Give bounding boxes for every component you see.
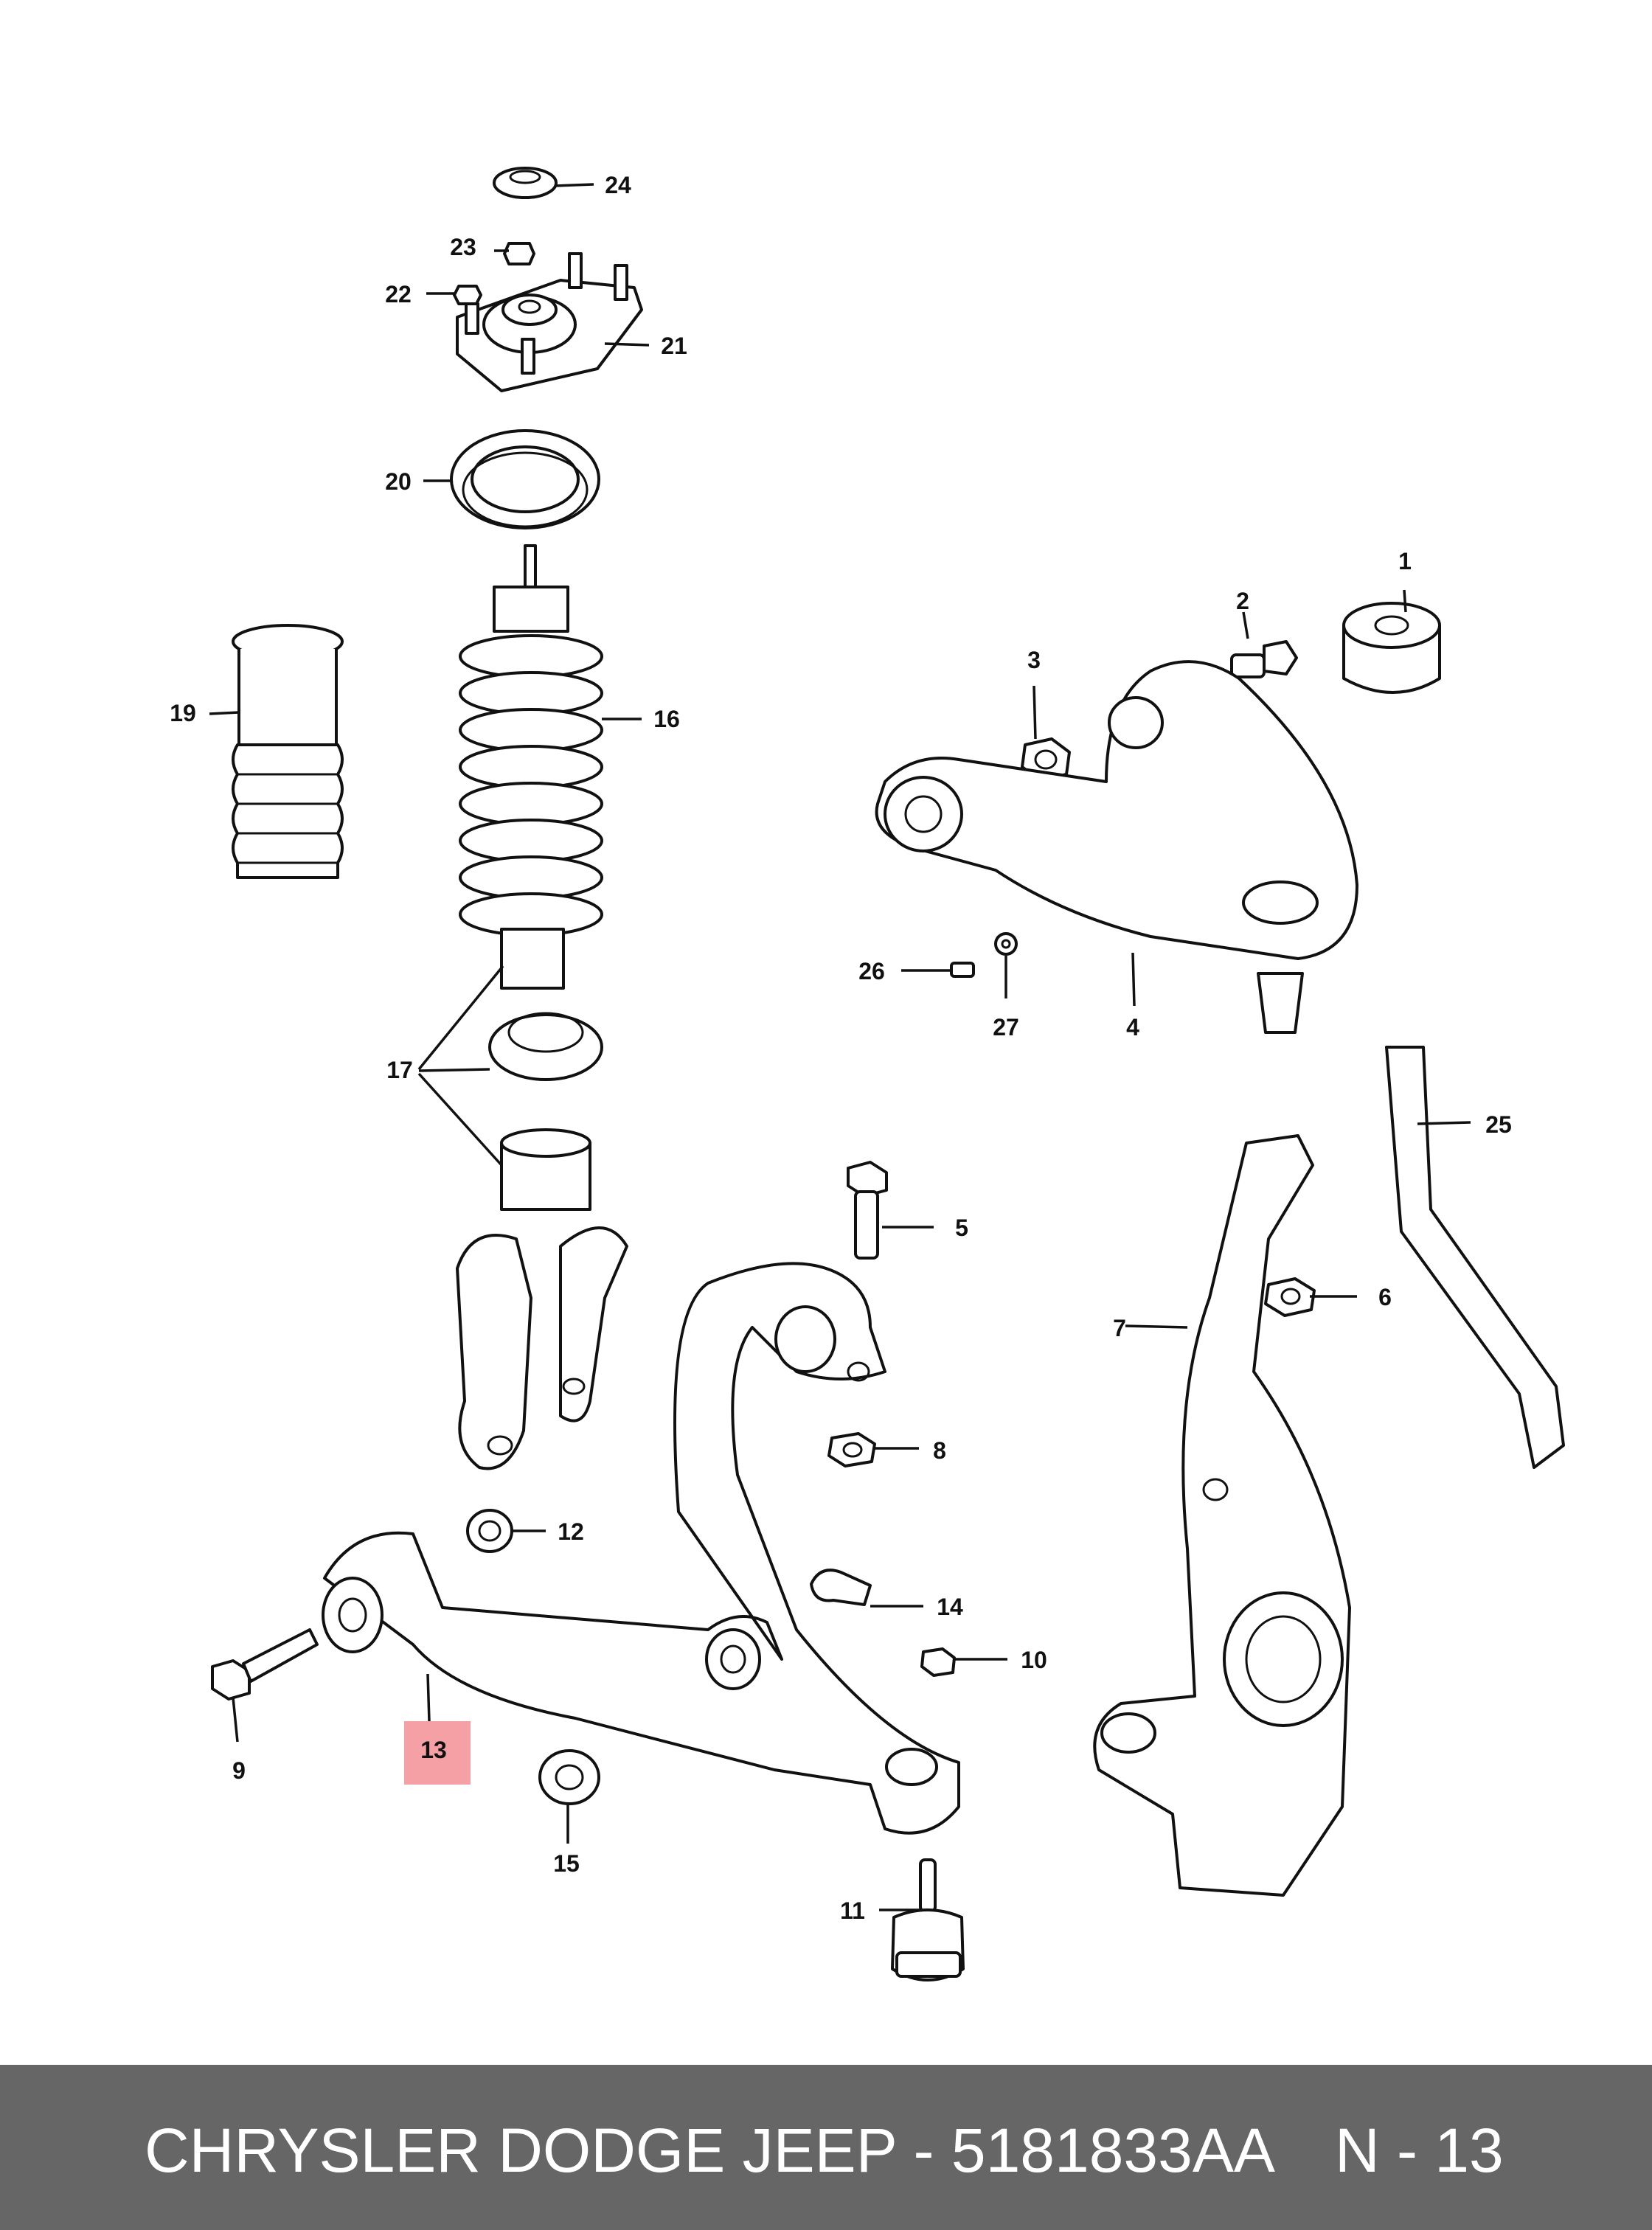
callout-27: 27 — [993, 1014, 1019, 1041]
part-16-coil-spring-strut — [459, 544, 642, 990]
callout-19: 19 — [170, 700, 196, 726]
callout-1: 1 — [1398, 548, 1412, 574]
part-15-nut — [538, 1749, 600, 1844]
footer-bar — [0, 2065, 1652, 2230]
callout-3: 3 — [1027, 647, 1041, 673]
callout-24: 24 — [605, 172, 631, 198]
callout-20: 20 — [385, 468, 412, 495]
part-9-bolt — [211, 1628, 319, 1743]
part-14-sensor — [810, 1569, 923, 1608]
part-19-dust-boot — [209, 624, 344, 879]
callout-17: 17 — [386, 1057, 413, 1083]
callout-5: 5 — [955, 1215, 968, 1241]
part-20-spring-isolator — [423, 429, 600, 529]
parts-diagram: 1 2 3 4 5 6 7 8 9 10 11 12 13 14 15 16 1… — [170, 167, 1565, 1981]
callout-22: 22 — [385, 281, 412, 308]
callout-7: 7 — [1113, 1315, 1126, 1341]
part-5-bolt — [847, 1161, 934, 1260]
part-13-lower-control-arm — [322, 1262, 960, 1835]
part-26-bolt — [901, 962, 975, 978]
part-8-nut — [827, 1432, 919, 1467]
callout-11: 11 — [840, 1897, 865, 1924]
footer-reference: N - 13 — [1335, 2116, 1504, 2185]
callout-12: 12 — [558, 1518, 584, 1545]
callout-9: 9 — [232, 1757, 246, 1784]
part-2-bolt — [1230, 611, 1298, 678]
part-1-bushing — [1342, 589, 1441, 694]
callout-14: 14 — [937, 1594, 963, 1620]
callout-21: 21 — [661, 333, 687, 359]
callout-26: 26 — [858, 958, 885, 984]
part-22-nut — [426, 285, 482, 305]
callout-25: 25 — [1485, 1111, 1512, 1138]
callout-6: 6 — [1378, 1284, 1392, 1310]
callout-13-highlight — [404, 1721, 471, 1785]
callout-23: 23 — [450, 234, 476, 260]
callout-8: 8 — [933, 1437, 946, 1464]
part-12-bushing — [466, 1509, 546, 1553]
part-25-bracket — [1385, 1046, 1565, 1469]
part-27-washer — [994, 932, 1018, 998]
callout-16: 16 — [653, 706, 680, 732]
part-7-steering-knuckle — [1093, 1134, 1351, 1897]
callout-13: 13 — [420, 1737, 447, 1763]
callout-2: 2 — [1236, 588, 1249, 614]
part-24-strut-cap — [493, 167, 594, 199]
footer-title: CHRYSLER DODGE JEEP - 5181833AA — [145, 2116, 1275, 2185]
callout-4: 4 — [1126, 1014, 1139, 1041]
part-11-ball-joint — [879, 1858, 965, 1981]
callout-15: 15 — [553, 1850, 580, 1877]
part-6-nut — [1264, 1277, 1357, 1317]
part-10-nut — [920, 1647, 1007, 1677]
part-21-strut-mount — [456, 252, 650, 392]
callout-10: 10 — [1021, 1647, 1047, 1673]
part-17-lower-spring-seat-and-bracket — [417, 965, 628, 1470]
part-23-nut — [494, 242, 535, 265]
part-4-upper-control-arm — [875, 660, 1358, 1034]
part-3-nut — [1021, 685, 1071, 782]
